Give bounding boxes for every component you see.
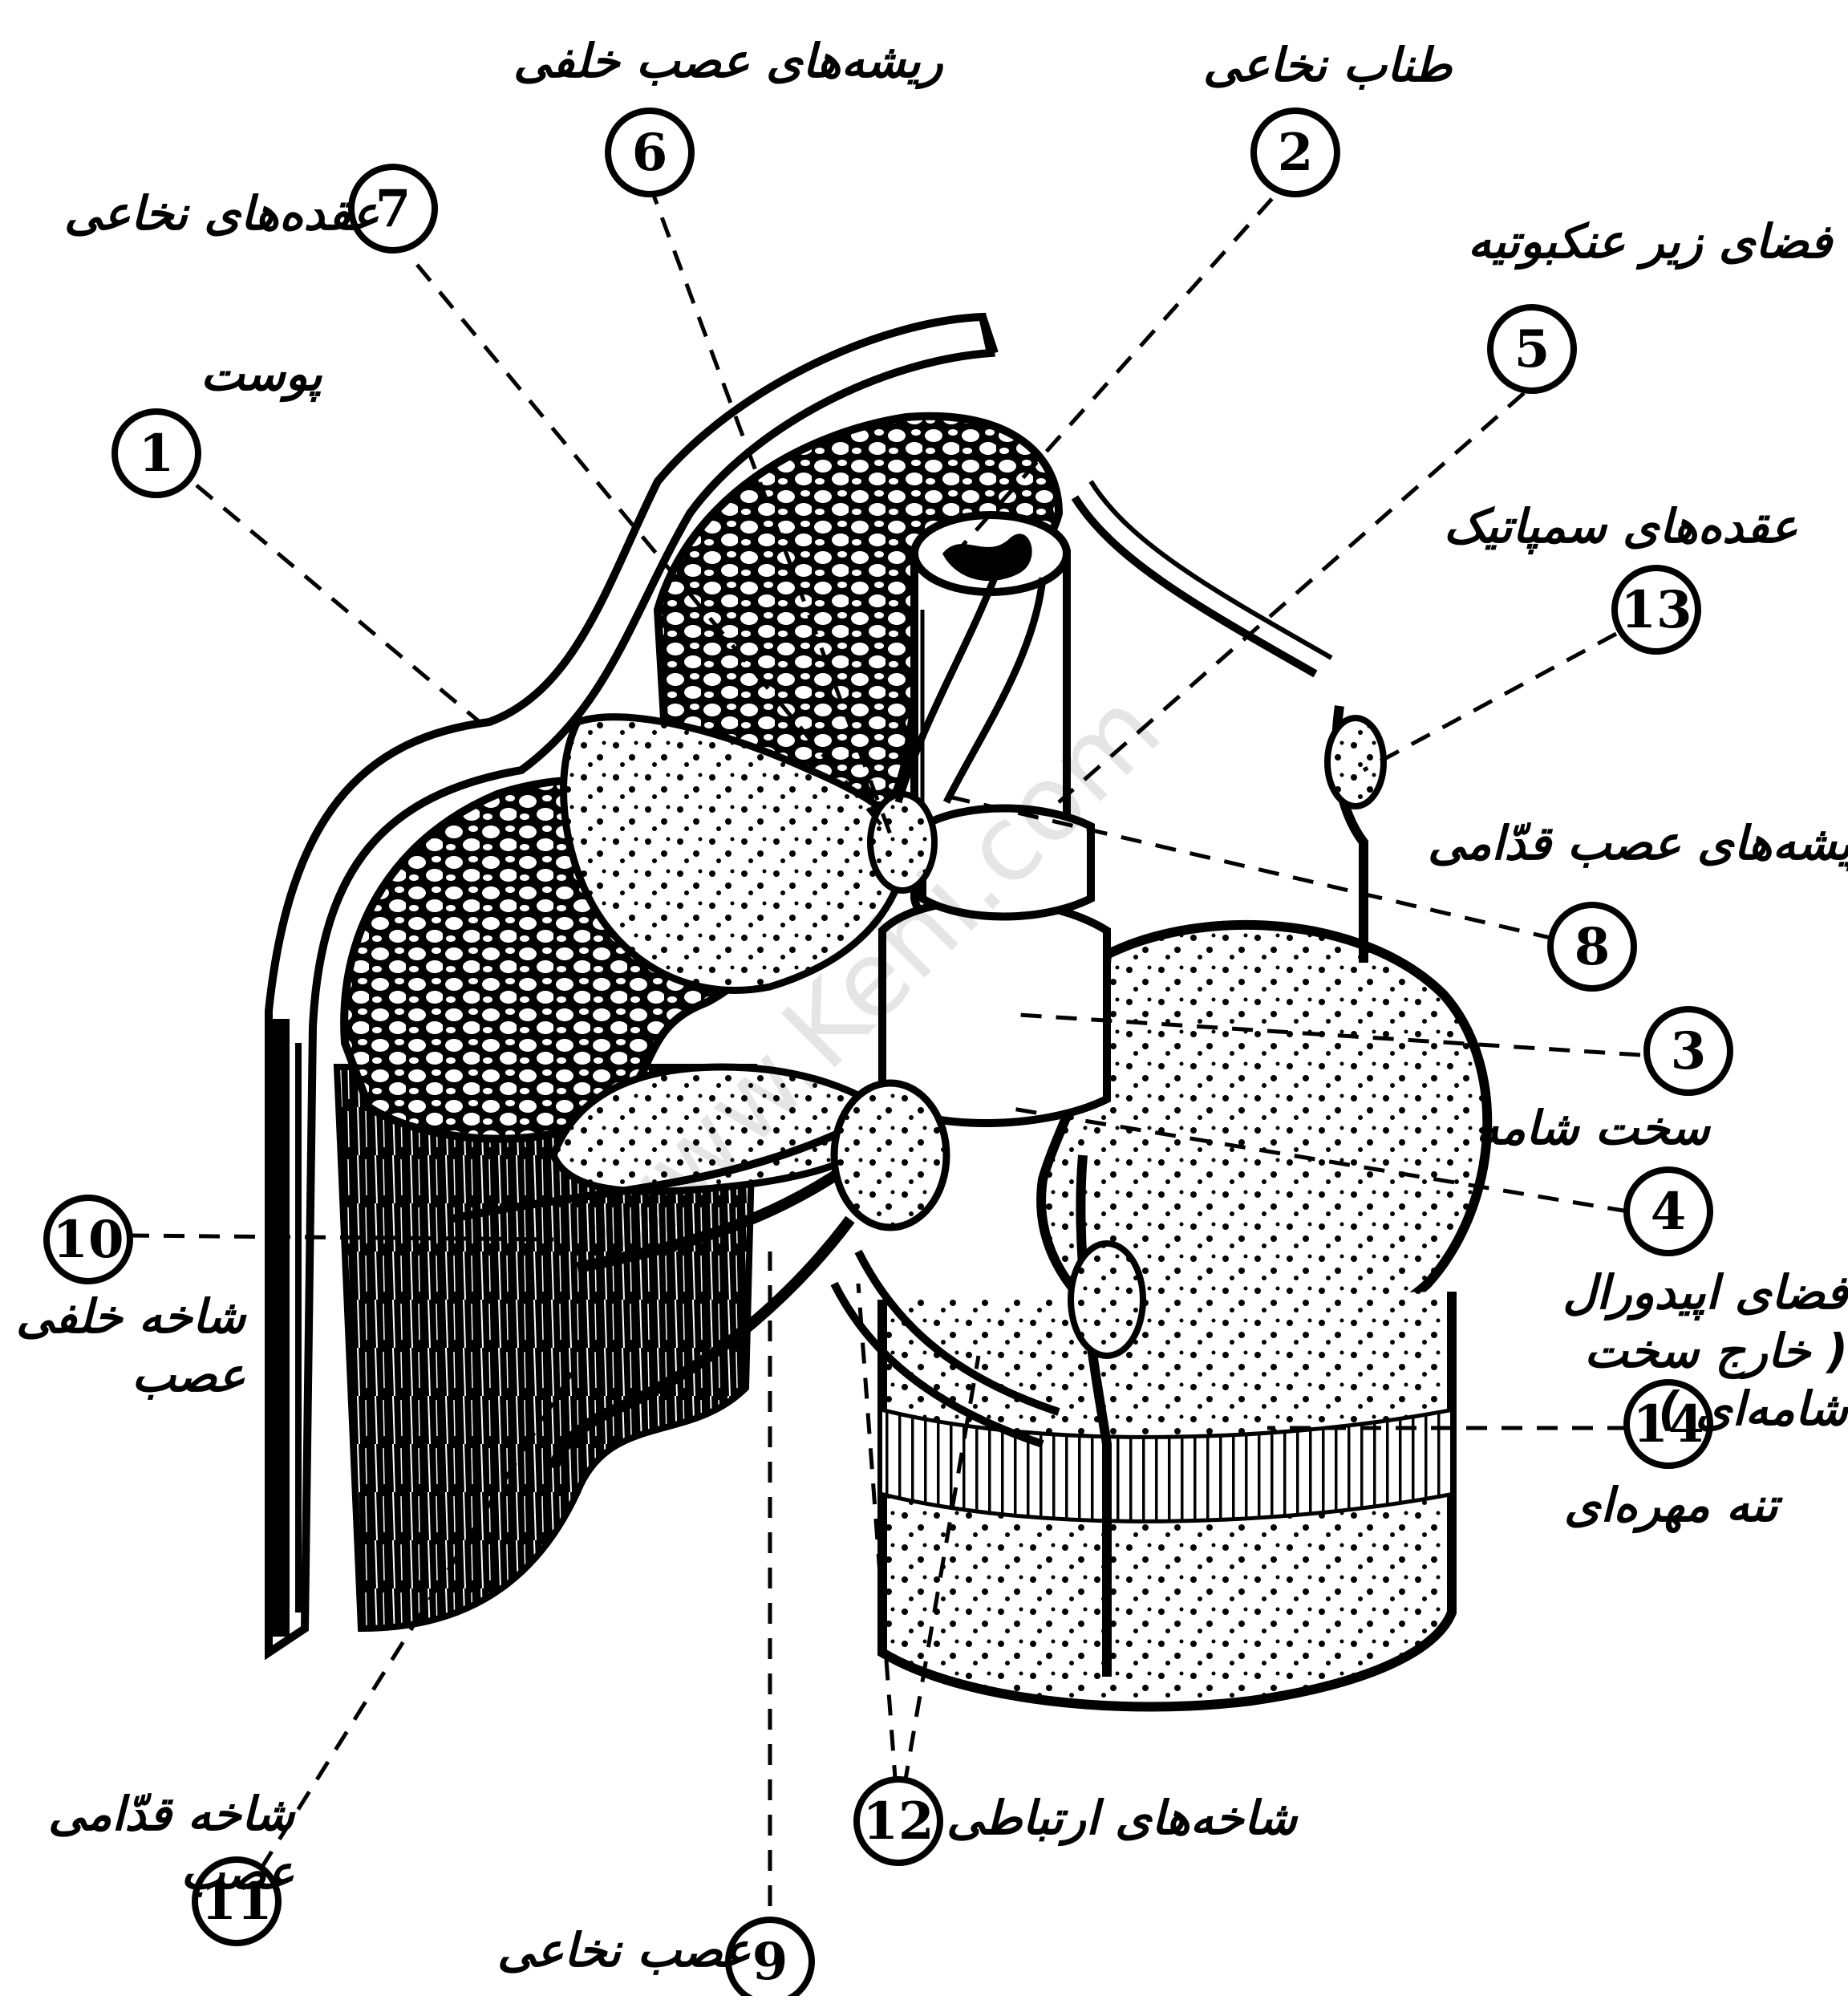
callout-number: 13 [1620,580,1692,640]
label-rami-communicantes: شاخه‌های ارتباطی [946,1789,1297,1848]
callout-number: 2 [1278,123,1314,183]
label-subarachnoid-space: فضای زیر عنکبوتیه [1468,213,1832,271]
callout-10: 10 [47,1198,130,1281]
callout-number: 7 [375,179,411,239]
label-posterior-ramus: شاخه خلفی عصب [16,1288,245,1404]
callout-4: 4 [1627,1170,1710,1253]
callout-number: 5 [1514,319,1550,379]
callout-1: 1 [115,412,198,495]
callout-number: 3 [1671,1021,1707,1081]
leader-2 [962,172,1295,546]
label-skin: پوست [201,345,322,404]
label-dura-mater: سخت شامه [1476,1099,1710,1158]
callout-13: 13 [1615,568,1698,651]
callout-number: 4 [1651,1182,1687,1242]
callout-number: 10 [52,1210,124,1270]
callout-2: 2 [1254,111,1337,194]
callout-6: 6 [608,111,691,194]
label-spinal-ganglia: عقده‌های نخاعی [64,185,379,243]
label-vertebral-body: تنه مهره‌ای [1564,1476,1778,1535]
callout-5: 5 [1490,307,1574,391]
callout-number: 9 [752,1932,788,1992]
callout-number: 8 [1574,917,1611,977]
label-epidural-space: فضای اپیدورال ( خارج سخت شامه‌ای ) [1484,1264,1848,1438]
callout-3: 3 [1647,1009,1730,1093]
label-posterior-roots: ریشه‌های عصب خلفی [513,32,943,91]
callout-number: 6 [632,123,668,183]
label-sympathetic-ganglia: عقده‌های سمپاتیک [1444,497,1798,556]
label-anterior-ramus: شاخه قدّامی عصب [48,1785,294,1901]
callout-number: 1 [139,424,175,484]
callout-12: 12 [857,1779,940,1863]
leader-13 [1364,634,1616,770]
callout-number: 12 [862,1791,934,1852]
leader-1 [197,485,489,730]
label-anterior-roots: ریشه‌های عصب قدّامی [1428,814,1848,873]
label-spinal-cord: طناب نخاعی [1203,36,1452,95]
callout-8: 8 [1550,905,1634,988]
label-spinal-nerve: عصب نخاعی [497,1921,751,1980]
